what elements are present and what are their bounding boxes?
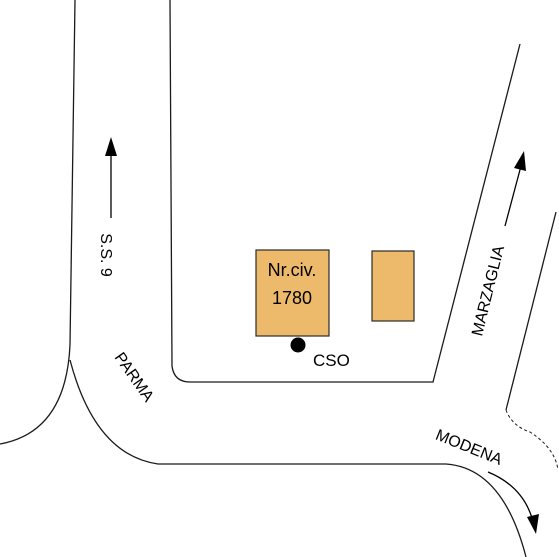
arrow-up-right-icon	[504, 151, 526, 227]
filled-circle-marker-icon	[290, 337, 306, 353]
ss9-road-label: S.S. 9	[97, 233, 114, 277]
cso-label: CSO	[313, 351, 350, 370]
ss9-east-edge	[69, 359, 527, 557]
modena-dashed-edge	[505, 409, 559, 471]
ss9-west-edge	[0, 0, 76, 445]
modena-road-label: MODENA	[433, 427, 505, 469]
marzaglia-east-edge	[505, 211, 557, 411]
marzaglia-road-label: MARZAGLIA	[469, 244, 508, 338]
arrow-up-icon	[105, 137, 117, 218]
building-main	[255, 249, 330, 337]
parma-road-label: PARMA	[111, 350, 157, 406]
building-main-label-line1: Nr.civ.	[268, 260, 317, 280]
inner-block-edge	[169, 0, 521, 383]
building-main-label-line2: 1780	[272, 288, 312, 308]
buildings: Nr.civ. 1780	[255, 249, 415, 337]
arrow-down-right-icon	[487, 471, 539, 534]
building-secondary	[371, 250, 415, 322]
